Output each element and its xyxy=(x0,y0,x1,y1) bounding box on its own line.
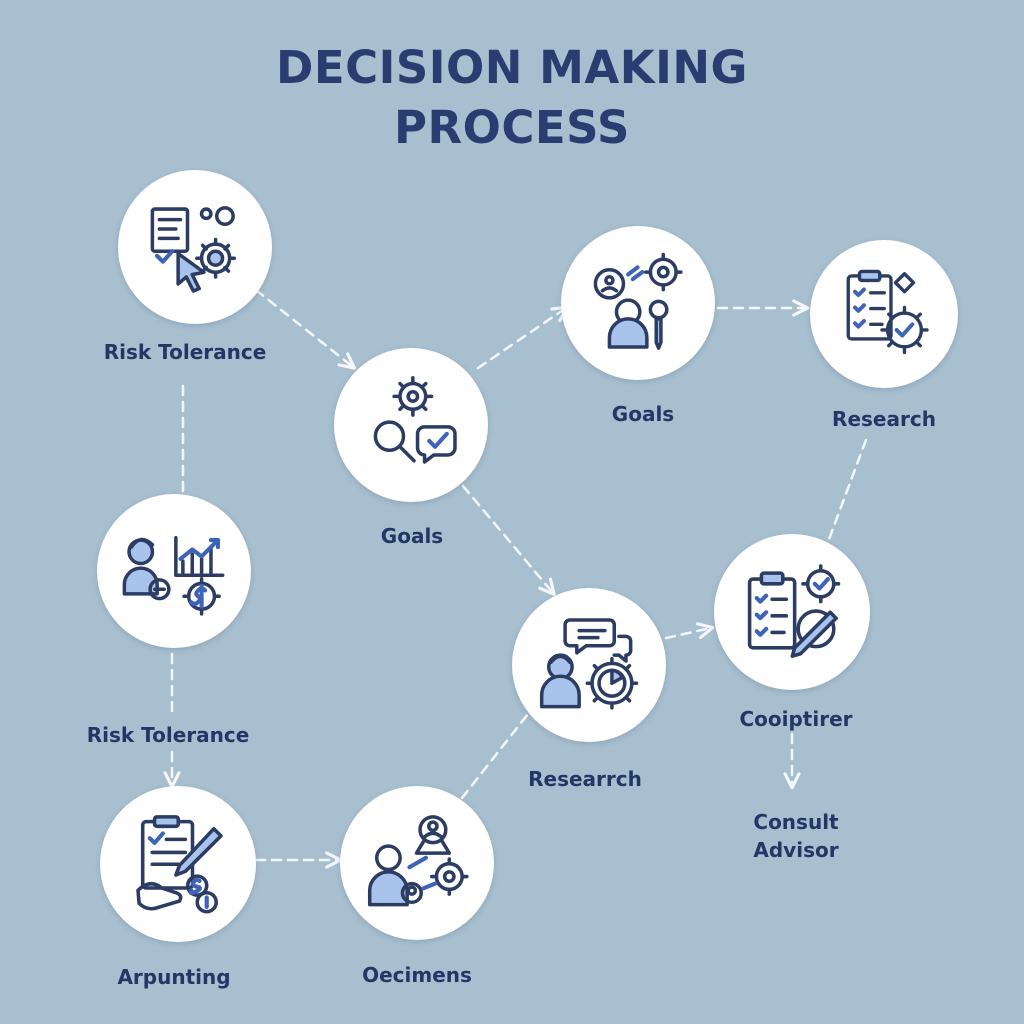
label-risk-tolerance-mid: Risk Tolerance xyxy=(86,723,250,747)
title-line-2: PROCESS xyxy=(394,101,630,154)
label-arpunting: Arpunting xyxy=(117,965,231,989)
connector-risk-to-goals xyxy=(254,288,356,370)
gear-magnifier-check-icon xyxy=(374,376,458,465)
node-risk-tolerance-mid xyxy=(97,494,251,648)
clipboard-gear-icon xyxy=(846,269,929,354)
node-research-top xyxy=(810,240,958,388)
clipboard-pen-gear-icon xyxy=(747,563,841,658)
label-research-top: Research xyxy=(832,407,936,431)
label-risk-tolerance-top: Risk Tolerance xyxy=(103,340,267,364)
connector-researrch-to-cooiptirer xyxy=(664,622,715,640)
node-research-mid xyxy=(512,588,666,742)
title-line-1: DECISION MAKING xyxy=(276,41,748,94)
person-chat-dial-icon xyxy=(540,618,639,711)
node-cooiptirer xyxy=(714,534,870,690)
people-network-gear-icon xyxy=(368,815,470,907)
label-oecimens: Oecimens xyxy=(362,963,472,987)
document-pen-coins-icon xyxy=(135,814,223,914)
connector-oecimens-to-researrch xyxy=(460,712,530,800)
label-goals-top: Goals xyxy=(611,402,675,426)
node-goals-top xyxy=(561,226,715,380)
node-goals-center xyxy=(334,348,488,502)
label-goals-center: Goals xyxy=(380,524,444,548)
connector-goals-to-goals-top xyxy=(476,305,570,370)
person-chat-gear-icon xyxy=(594,253,684,351)
person-chart-gears-icon xyxy=(123,536,225,617)
connector-goals-to-researrch xyxy=(461,484,556,596)
node-risk-tolerance-top xyxy=(118,170,272,324)
checklist-cursor-gear-icon xyxy=(151,206,237,294)
node-oecimens xyxy=(340,786,494,940)
label-consult-advisor: Consult Advisor xyxy=(753,810,839,862)
label-research-mid: Researrch xyxy=(528,767,642,791)
node-arpunting xyxy=(100,786,256,942)
label-cooiptirer: Cooiptirer xyxy=(739,707,853,731)
connector-research-to-cooiptirer xyxy=(826,438,868,544)
